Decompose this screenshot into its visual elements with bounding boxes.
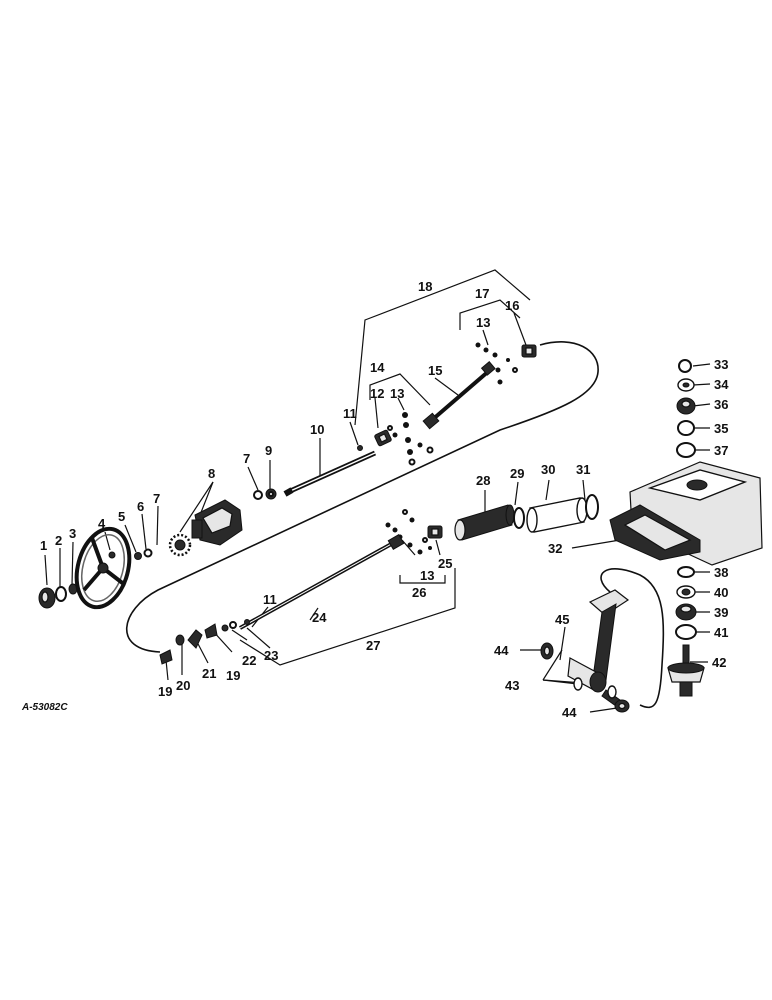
steering-knee-45 [567, 589, 630, 707]
seal-29 [513, 507, 525, 529]
callout-38: 38 [714, 565, 728, 580]
steering-tube-28 [454, 504, 515, 541]
callout-13a: 13 [390, 386, 404, 401]
callout-27: 27 [366, 638, 380, 653]
ring-38 [677, 566, 695, 578]
bushing-43b [607, 685, 617, 699]
callout-37: 37 [714, 443, 728, 458]
yoke-12 [374, 429, 392, 447]
leader-lines [44, 312, 711, 713]
callout-45: 45 [555, 612, 569, 627]
seal-37 [676, 442, 696, 458]
callout-26: 26 [412, 585, 426, 600]
callout-7b: 7 [243, 451, 250, 466]
callout-41: 41 [714, 625, 728, 640]
sleeve-30 [526, 497, 588, 533]
callout-44a: 44 [494, 643, 509, 658]
callout-24: 24 [312, 610, 327, 625]
callout-4: 4 [98, 516, 106, 531]
callout-43: 43 [505, 678, 519, 693]
callout-33: 33 [714, 357, 728, 372]
washer-7a [143, 548, 153, 558]
cup-35 [677, 420, 695, 436]
pin-11b [244, 619, 250, 625]
steering-gear-housing [191, 499, 243, 546]
nut-6 [134, 552, 142, 560]
callout-34: 34 [714, 377, 729, 392]
callout-35: 35 [714, 421, 728, 436]
callout-8: 8 [208, 466, 215, 481]
callout-13b: 13 [476, 315, 490, 330]
callout-21: 21 [202, 666, 216, 681]
callout-31: 31 [576, 462, 590, 477]
plate-19b [204, 623, 218, 639]
bushing-43a [573, 677, 583, 691]
key-5 [108, 551, 116, 559]
callout-15: 15 [428, 363, 442, 378]
callout-5: 5 [118, 509, 125, 524]
callout-29: 29 [510, 466, 524, 481]
callout-6: 6 [137, 499, 144, 514]
callout-28: 28 [476, 473, 490, 488]
callout-11a: 11 [343, 406, 357, 421]
nut-20 [175, 634, 185, 646]
lower-shaft [239, 533, 405, 630]
callout-2: 2 [55, 533, 62, 548]
yoke-25 [427, 525, 443, 539]
callout-10: 10 [310, 422, 324, 437]
callout-7a: 7 [153, 491, 160, 506]
washer-2 [55, 586, 67, 602]
callout-labels: 1 2 3 4 5 6 7 7 8 9 10 11 11 12 13 13 13… [40, 279, 729, 720]
callout-23: 23 [264, 648, 278, 663]
upper-shaft [283, 450, 377, 497]
callout-18: 18 [418, 279, 432, 294]
bolt-22 [221, 624, 229, 632]
callout-25: 25 [438, 556, 452, 571]
callout-1: 1 [40, 538, 47, 553]
callout-11b: 11 [263, 592, 277, 607]
knee-link-outline [600, 568, 665, 709]
washer-7b [253, 490, 263, 500]
callout-13c: 13 [420, 568, 434, 583]
front-bolster-32 [609, 461, 763, 566]
assembly-outline-loop [125, 341, 599, 653]
callout-32: 32 [548, 541, 562, 556]
callout-42: 42 [712, 655, 726, 670]
callout-19b: 19 [226, 668, 240, 683]
washer-33 [678, 359, 692, 373]
bracket-21 [187, 629, 203, 649]
yoke-16 [521, 344, 537, 358]
callout-14: 14 [370, 360, 385, 375]
steering-wheel [74, 526, 132, 610]
pin-11a [357, 445, 363, 451]
washer-23 [229, 621, 237, 629]
intermediate-shaft [422, 361, 496, 430]
callout-17: 17 [475, 286, 489, 301]
spindle-42 [667, 644, 705, 697]
plate-19a [159, 649, 173, 665]
callout-19a: 19 [158, 684, 172, 699]
callout-22: 22 [242, 653, 256, 668]
bearing-kit-13a [387, 412, 434, 466]
callout-16: 16 [505, 298, 519, 313]
bracket-lines [239, 269, 531, 666]
callout-9: 9 [265, 443, 272, 458]
callout-20: 20 [176, 678, 190, 693]
callout-44b: 44 [562, 705, 577, 720]
bearing-kit-13b [475, 342, 518, 385]
callout-30: 30 [541, 462, 555, 477]
reference-code: A-53082C [21, 702, 68, 713]
callout-36: 36 [714, 397, 728, 412]
callout-12: 12 [370, 386, 384, 401]
callout-40: 40 [714, 585, 728, 600]
seal-41 [675, 624, 697, 640]
callout-39: 39 [714, 605, 728, 620]
ring-31 [585, 494, 599, 520]
callout-3: 3 [69, 526, 76, 541]
gear-8 [168, 533, 192, 557]
parts [38, 342, 763, 713]
